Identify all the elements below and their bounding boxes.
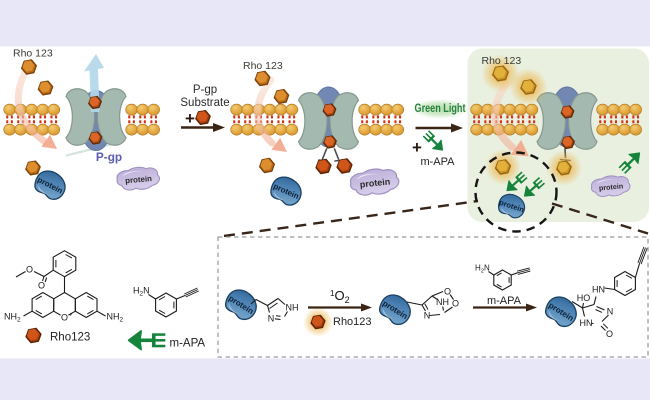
svg-text:P-gp: P-gp (96, 150, 122, 164)
svg-text:+: + (412, 138, 422, 157)
svg-text:H2N: H2N (475, 264, 490, 275)
svg-text:HN: HN (580, 318, 593, 328)
svg-text:+: + (185, 109, 195, 128)
svg-text:1O2: 1O2 (330, 288, 350, 305)
svg-text:O: O (38, 281, 45, 291)
svg-text:protein: protein (125, 174, 153, 185)
svg-text:HN: HN (592, 285, 605, 295)
svg-text:m-APA: m-APA (487, 295, 522, 307)
svg-text:Rho 123: Rho 123 (13, 48, 53, 60)
svg-text:N: N (424, 311, 431, 321)
svg-text:Rho 123: Rho 123 (482, 55, 522, 67)
svg-text:protein: protein (359, 176, 390, 189)
svg-text:Rho 123: Rho 123 (243, 60, 283, 72)
svg-text:N: N (607, 307, 614, 317)
svg-text:m-APA: m-APA (420, 156, 455, 168)
svg-text:H2N: H2N (133, 286, 150, 298)
svg-text:Rho123: Rho123 (333, 316, 372, 328)
svg-text:O: O (606, 329, 613, 339)
svg-text:NH: NH (286, 303, 299, 313)
svg-text:HO: HO (577, 293, 591, 303)
svg-text:Substrate: Substrate (180, 97, 229, 109)
svg-text:Green Light: Green Light (415, 103, 466, 115)
svg-text:O: O (61, 313, 68, 323)
svg-text:P-gp: P-gp (193, 84, 217, 96)
svg-text:protein: protein (598, 181, 623, 192)
svg-text:NH: NH (436, 297, 449, 307)
svg-text:Rho123: Rho123 (50, 332, 90, 344)
svg-text:+: + (69, 312, 73, 319)
svg-text:O: O (26, 265, 33, 275)
svg-text:O: O (452, 299, 459, 309)
svg-text:O: O (444, 287, 451, 297)
svg-text:N: N (268, 314, 275, 324)
svg-text:NH2: NH2 (107, 312, 124, 324)
svg-text:NH2: NH2 (4, 312, 21, 324)
svg-text:m-APA: m-APA (170, 338, 206, 350)
